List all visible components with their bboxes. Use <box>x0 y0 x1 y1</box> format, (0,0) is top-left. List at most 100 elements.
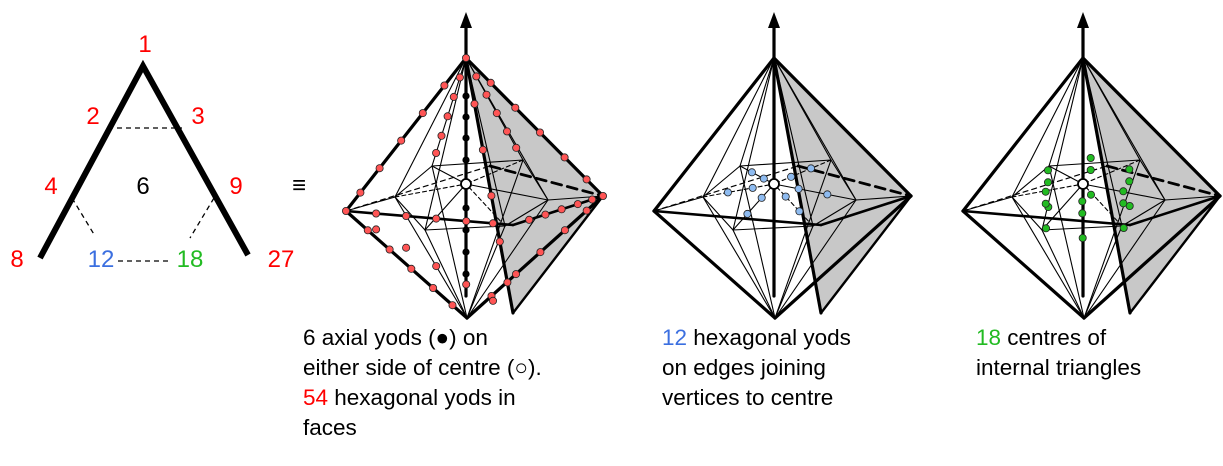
triangle-centre-yod <box>1042 224 1051 233</box>
face-yod <box>429 283 438 292</box>
equator-front-right <box>819 194 913 227</box>
face-yod <box>397 136 406 145</box>
inner-edge-to-apex <box>1082 57 1123 227</box>
inner-edge-to-bottom <box>774 199 857 319</box>
caption-axial-number-54: 54 <box>303 385 329 410</box>
inner-edge-to-apex <box>773 57 857 201</box>
triangle-centre-yod <box>1119 199 1128 208</box>
face-yod <box>372 209 381 218</box>
face-yod <box>560 226 569 235</box>
inner-hexagon-edge <box>1121 199 1166 227</box>
inner-hexagon-edge <box>1011 165 1050 198</box>
edge-left-inner <box>653 196 704 212</box>
face-yod <box>582 175 591 184</box>
shaded-face-upper <box>1083 58 1220 313</box>
caption-axial-and-face-yods: 6 axial yods (●) on either side of centr… <box>303 323 542 443</box>
caption-edge-yods: 12 hexagonal yods on edges joining verti… <box>662 323 851 413</box>
triangle-centre-yod <box>1086 153 1095 162</box>
face-yod <box>492 109 501 118</box>
face-yod <box>432 148 441 157</box>
face-yod <box>418 109 427 118</box>
face-yod <box>482 90 491 99</box>
edge-yod <box>787 172 796 181</box>
face-yod <box>588 195 597 204</box>
face-yod <box>372 225 381 234</box>
lambda-dashed-left <box>71 197 96 237</box>
lambda-number-bottom-left: 12 <box>88 246 115 273</box>
face-yod <box>512 270 521 279</box>
lambda-number-left-1: 2 <box>86 103 99 130</box>
triangle-centre-yod <box>1125 177 1134 186</box>
caption-triangle-line-2: internal triangles <box>976 355 1142 380</box>
edge-left-inner <box>345 196 396 212</box>
outer-edge-top-left <box>652 56 776 213</box>
face-yod <box>536 128 545 137</box>
axial-yod <box>462 134 470 142</box>
equator-back-right <box>796 164 913 198</box>
face-yod <box>462 280 471 289</box>
lambda-figure: 1 2 4 8 3 9 27 6 12 18 ≡ <box>10 31 306 273</box>
caption-edge-line-2: on edges joining <box>662 355 826 380</box>
inner-hexagon-edge <box>394 196 426 231</box>
face-yod <box>407 264 416 273</box>
inner-edge-to-centre <box>1082 183 1123 227</box>
axial-yod <box>462 113 470 121</box>
face-yod <box>402 243 411 252</box>
inner-edge-to-apex <box>1011 57 1084 198</box>
edge-yod <box>743 209 752 218</box>
axial-yod <box>462 270 470 278</box>
inner-edge-to-bottom <box>774 225 814 319</box>
edge-yod <box>723 188 732 197</box>
triangle-centre-yod <box>1078 233 1087 242</box>
inner-edge-to-centre <box>773 159 832 185</box>
edge-yod <box>823 190 832 199</box>
inner-hexagon-edge <box>394 165 433 198</box>
axial-yod <box>462 156 470 164</box>
caption-edge-line-1-text: hexagonal yods <box>687 325 851 350</box>
face-yod <box>511 103 520 112</box>
inner-edge-to-centre <box>702 183 775 198</box>
inner-hexagon-edge <box>1041 225 1123 231</box>
face-yod <box>363 226 372 235</box>
axial-yod <box>462 226 470 234</box>
inner-edge-to-centre <box>773 183 857 201</box>
triangle-centre-yod <box>1125 165 1134 174</box>
edge-yod <box>794 184 803 193</box>
face-yod <box>487 191 496 200</box>
inner-hexagon-edge <box>702 165 741 198</box>
outer-edge-top-left <box>961 56 1085 213</box>
edge-yod <box>757 193 766 202</box>
inner-edge-to-bottom <box>702 196 776 319</box>
axis-arrowhead-top <box>1077 12 1089 28</box>
outer-edge-bottom-left <box>961 209 1086 320</box>
axis-arrowhead-top <box>768 12 780 28</box>
inner-edge-to-centre <box>394 183 467 198</box>
caption-axial-line-3-text: hexagonal yods in <box>328 385 516 410</box>
face-yod <box>470 99 479 108</box>
inner-hexagon-edge <box>739 159 832 167</box>
inner-hexagon-edge <box>431 159 524 167</box>
edge-right-inner <box>1164 195 1221 201</box>
inner-edge-to-bottom <box>774 159 832 319</box>
face-yod <box>455 73 464 82</box>
face-yod <box>356 188 365 197</box>
inner-hexagon-edge <box>702 196 734 231</box>
face-yod <box>461 54 470 63</box>
inner-edge-to-bottom <box>1011 196 1085 319</box>
shaded-face-upper <box>774 58 911 313</box>
inner-edge-to-bottom <box>466 199 549 319</box>
equator-front-left <box>961 209 1132 227</box>
caption-triangle-line-1: 18 centres of <box>976 323 1141 353</box>
triangle-centre-yod <box>1041 187 1050 196</box>
polyhedron-axial-face-yods <box>341 12 608 320</box>
face-yod <box>449 92 458 101</box>
edge-yod <box>747 168 756 177</box>
outer-edge-bottom-right <box>773 194 913 320</box>
caption-axial-line-1: 6 axial yods (●) on <box>303 325 488 350</box>
triangle-centre-yod <box>1044 178 1053 187</box>
face-yod <box>341 206 350 215</box>
triangle-centre-yod <box>1044 166 1053 175</box>
inner-edge-to-apex <box>424 57 467 231</box>
lambda-number-left-3: 8 <box>10 246 23 273</box>
